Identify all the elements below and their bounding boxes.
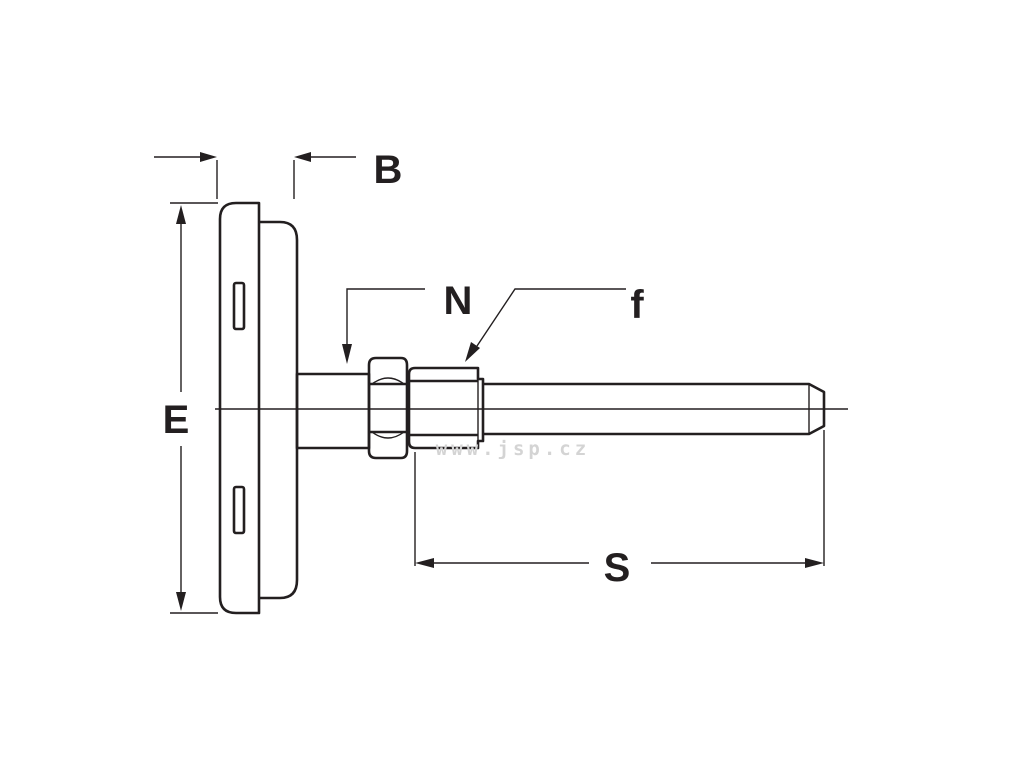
dimension-s: S — [414, 430, 825, 590]
case-slot-upper — [232, 281, 246, 331]
case-slot-lower — [232, 485, 246, 535]
dimension-label-n: N — [444, 279, 473, 323]
dimension-label-b: B — [374, 148, 403, 192]
thread-fitting — [407, 366, 485, 450]
dimension-label-f: f — [630, 283, 644, 327]
dimension-label-s: S — [604, 546, 631, 590]
probe-stem — [483, 382, 826, 436]
dial-case — [218, 201, 299, 615]
dimension-label-e: E — [163, 398, 190, 442]
hex-nut — [367, 356, 409, 460]
case-front-ring — [218, 201, 261, 615]
watermark-text: www.jsp.cz — [436, 438, 590, 460]
dimension-b: B — [154, 148, 402, 199]
dimension-e: E — [163, 202, 218, 614]
case-back-housing — [259, 220, 299, 600]
leader-n: N — [342, 279, 472, 364]
leader-f: f — [465, 283, 644, 362]
connecting-stem — [295, 372, 371, 450]
